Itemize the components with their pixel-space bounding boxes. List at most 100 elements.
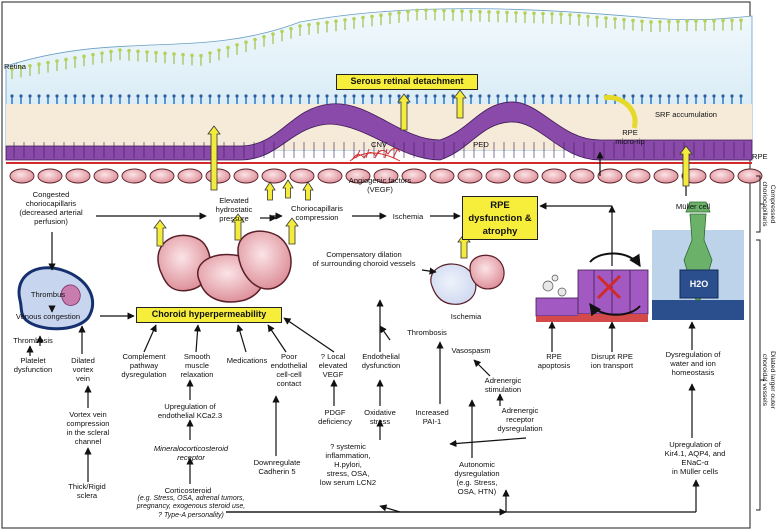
ganglion-cell (667, 19, 671, 24)
ganglion-cell (145, 50, 149, 54)
pathway-arrow (421, 267, 437, 275)
ganglion-cell (172, 52, 176, 56)
side-label-dilated: Dilated larger outer choroidal vessels (761, 351, 776, 409)
ganglion-cell (82, 54, 86, 59)
photoreceptor-nucleus (208, 94, 212, 98)
ganglion-cell (298, 24, 302, 28)
curved-arrow-yellow (603, 94, 638, 129)
ganglion-cell (397, 11, 401, 15)
photoreceptor-nucleus (127, 94, 131, 98)
photoreceptor-nucleus (370, 94, 374, 98)
pathway-arrow (449, 437, 527, 448)
choriocapillaris-vessel (121, 168, 147, 184)
photoreceptor-nucleus (235, 94, 239, 98)
photoreceptor-nucleus (514, 94, 518, 98)
pathway-arrow (473, 359, 491, 377)
photoreceptor-nucleus (199, 94, 203, 98)
ganglion-cell (424, 8, 428, 12)
elevated-pressure-label: Elevated hydrostatic pressure (215, 196, 253, 223)
photoreceptor-nucleus (469, 94, 473, 98)
up-arrow-yellow (153, 219, 167, 247)
ganglion-cell (199, 53, 203, 58)
corticosteroid-label: Corticosteroid (164, 486, 212, 495)
photoreceptor-nucleus (721, 94, 725, 98)
ganglion-cell (640, 19, 644, 24)
ganglion-cell (487, 10, 491, 14)
ganglion-cell (190, 53, 194, 58)
photoreceptor-nucleus (163, 94, 167, 98)
photoreceptor-nucleus (559, 94, 563, 98)
ganglion-cell (235, 43, 239, 47)
photoreceptor-nucleus (100, 94, 104, 98)
ganglion-cell (739, 18, 743, 23)
ganglion-cell (181, 52, 185, 57)
choriocapillaris-vessel (93, 168, 119, 184)
choriocapillaris-vessel (149, 168, 175, 184)
ganglion-cell (19, 65, 23, 70)
choriocapillaris-vessel (373, 168, 399, 184)
upregulation-kca-label: Upregulation of endothelial KCa2.3 (157, 402, 223, 420)
srf-accumulation-label: SRF accumulation (654, 110, 718, 119)
photoreceptor-nucleus (10, 94, 14, 98)
up-arrow-yellow (679, 145, 693, 187)
ganglion-cell (154, 50, 158, 55)
ganglion-cell (613, 17, 617, 21)
photoreceptor-nucleus (298, 94, 302, 98)
photoreceptor-nucleus (586, 94, 590, 98)
corticosteroid-examples-label: (e.g. Stress, OSA, adrenal tumors, pregn… (136, 495, 246, 519)
mineralocorticoid-label: Mineralocorticosteroid receptor (153, 444, 229, 462)
choriocapillaris-vessel (569, 168, 595, 184)
photoreceptor-nucleus (73, 94, 77, 98)
choriocapillaris-vessel (709, 168, 735, 184)
ganglion-cell (469, 9, 473, 14)
ganglion-cell (568, 13, 572, 17)
photoreceptor-nucleus (253, 94, 257, 98)
pathway-arrow (379, 504, 401, 513)
ganglion-cell (325, 20, 329, 25)
ganglion-cell (163, 51, 167, 56)
pathway-arrow (283, 317, 335, 353)
local-vegf-label: ? Local elevated VEGF (318, 352, 348, 379)
ganglion-cell (559, 12, 563, 16)
photoreceptor-nucleus (118, 94, 122, 98)
thrombus-label: Thrombus (30, 290, 66, 299)
ganglion-cell (100, 51, 104, 55)
photoreceptor-nucleus (406, 94, 410, 98)
large-choroid-vessels (157, 230, 505, 305)
up-arrow-yellow (285, 217, 299, 245)
rpe-apoptosis-label: RPE apoptosis (537, 352, 571, 370)
choriocapillaris-vessel (401, 168, 427, 184)
disrupt-rpe-label: Disrupt RPE ion transport (590, 352, 634, 370)
photoreceptor-nucleus (190, 94, 194, 98)
up-arrow-yellow (453, 89, 467, 119)
photoreceptor-nucleus (496, 94, 500, 98)
photoreceptor-nucleus (82, 94, 86, 98)
ganglion-cell (550, 11, 554, 16)
ganglion-cell (73, 56, 77, 60)
ganglion-cell (55, 59, 59, 63)
ganglion-cell (505, 10, 509, 15)
h2o-label: H2O (689, 279, 709, 289)
ganglion-cell (676, 19, 680, 24)
photoreceptor-nucleus (352, 94, 356, 98)
photoreceptor-nucleus (478, 94, 482, 98)
photoreceptor-nucleus (343, 94, 347, 98)
ischemia-mid-label: Ischemia (450, 312, 482, 321)
ganglion-cell (595, 15, 599, 20)
ganglion-cell (622, 17, 626, 22)
ganglion-cell (604, 16, 608, 20)
ganglion-cell (685, 19, 689, 24)
choriocapillaris-vessel (737, 168, 763, 184)
ganglion-cell (433, 8, 437, 13)
systemic-inflammation-label: ? systemic inflammation, H.pylori, stres… (319, 442, 377, 487)
vasospasm-label: Vasospasm (451, 346, 491, 355)
ganglion-cell (721, 18, 725, 23)
ganglion-cell (37, 62, 41, 67)
photoreceptor-nucleus (622, 94, 626, 98)
ganglion-cell (280, 29, 284, 34)
up-arrow-yellow (231, 213, 245, 241)
ganglion-cell (694, 19, 698, 23)
photoreceptor-nucleus (244, 94, 248, 98)
ganglion-cell (109, 49, 113, 54)
